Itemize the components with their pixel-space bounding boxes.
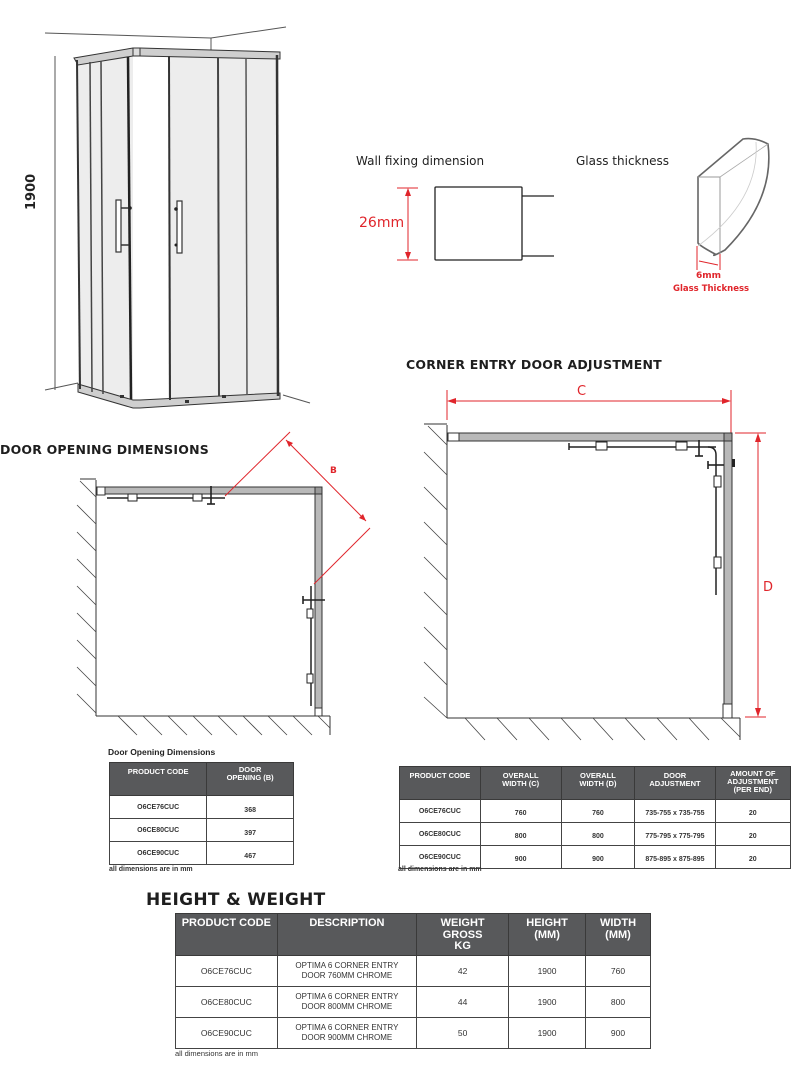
description-cell: OPTIMA 6 CORNER ENTRY DOOR 800MM CHROME xyxy=(276,986,418,1018)
height-dimension-label: 1900 xyxy=(24,173,39,210)
product-code-cell: O6CE90CUC xyxy=(108,841,208,865)
height-weight-table-note: all dimensions are in mm xyxy=(175,1049,258,1058)
corner-entry-plan-drawing xyxy=(423,390,766,741)
column-header: WIDTH (MM) xyxy=(585,913,651,956)
table-row: O6CE90CUC 467 xyxy=(108,841,294,865)
shower-3d-drawing xyxy=(44,26,311,409)
corner-entry-diagram-title: CORNER ENTRY DOOR ADJUSTMENT xyxy=(406,357,662,372)
column-header: OVERALL WIDTH (C) xyxy=(479,766,562,800)
door-opening-table-note: all dimensions are in mm xyxy=(109,866,193,873)
width-cell: 800 xyxy=(585,986,651,1018)
height-weight-title: HEIGHT & WEIGHT xyxy=(146,890,326,910)
product-code-cell: O6CE80CUC xyxy=(399,822,481,846)
table-row: O6CE90CUC OPTIMA 6 CORNER ENTRY DOOR 900… xyxy=(175,1017,651,1049)
wall-fixing-dimension: 26mm xyxy=(359,215,405,231)
door-adjustment-cell: 875-895 x 875-895 xyxy=(634,845,716,869)
width-cell: 760 xyxy=(585,955,651,987)
table-row: O6CE76CUC 760 760 735-755 x 735-755 20 xyxy=(399,799,792,823)
table-row: O6CE90CUC 900 900 875-895 x 875-895 20 xyxy=(399,845,792,869)
column-header: DOOR ADJUSTMENT xyxy=(634,766,716,800)
door-opening-table: PRODUCT CODE DOOR OPENING (B) O6CE76CUC … xyxy=(108,762,294,865)
glass-block-drawing xyxy=(696,137,770,270)
column-header: PRODUCT CODE xyxy=(175,913,278,956)
column-header: PRODUCT CODE xyxy=(108,762,208,796)
door-opening-plan-drawing xyxy=(76,431,371,736)
dimension-b-label: B xyxy=(330,466,337,476)
width-c-cell: 900 xyxy=(479,845,562,869)
wall-fixing-drawing xyxy=(397,186,554,261)
door-opening-cell: 397 xyxy=(206,818,294,842)
shower-enclosure-illustration: 1900 xyxy=(0,0,320,420)
glass-thickness-section: Glass thickness 6mm Glass Thickness xyxy=(570,137,799,300)
amount-adjustment-cell: 20 xyxy=(714,799,792,823)
weight-cell: 50 xyxy=(416,1017,510,1049)
description-cell: OPTIMA 6 CORNER ENTRY DOOR 760MM CHROME xyxy=(276,955,418,987)
adjustment-table: PRODUCT CODE OVERALL WIDTH (C) OVERALL W… xyxy=(399,766,792,869)
product-code-cell: O6CE90CUC xyxy=(175,1017,278,1049)
column-header: WEIGHT GROSS KG xyxy=(416,913,510,956)
column-header: AMOUNT OF ADJUSTMENT (PER END) xyxy=(714,766,792,800)
glass-thickness-dimension: 6mm xyxy=(696,271,722,281)
column-header: OVERALL WIDTH (D) xyxy=(560,766,636,800)
height-cell: 1900 xyxy=(508,955,587,987)
amount-adjustment-cell: 20 xyxy=(714,845,792,869)
product-code-cell: O6CE76CUC xyxy=(399,799,481,823)
weight-cell: 44 xyxy=(416,986,510,1018)
product-code-cell: O6CE76CUC xyxy=(108,795,208,819)
amount-adjustment-cell: 20 xyxy=(714,822,792,846)
width-d-cell: 800 xyxy=(560,822,636,846)
wall-fixing-title: Wall fixing dimension xyxy=(356,154,485,168)
width-c-cell: 800 xyxy=(479,822,562,846)
door-adjustment-cell: 735-755 x 735-755 xyxy=(634,799,716,823)
width-d-cell: 900 xyxy=(560,845,636,869)
table-row: O6CE76CUC 368 xyxy=(108,795,294,819)
width-c-cell: 760 xyxy=(479,799,562,823)
width-cell: 900 xyxy=(585,1017,651,1049)
description-cell: OPTIMA 6 CORNER ENTRY DOOR 900MM CHROME xyxy=(276,1017,418,1049)
table-row: O6CE80CUC 397 xyxy=(108,818,294,842)
adjustment-table-note: all dimensions are in mm xyxy=(398,866,482,873)
width-d-cell: 760 xyxy=(560,799,636,823)
weight-cell: 42 xyxy=(416,955,510,987)
height-cell: 1900 xyxy=(508,1017,587,1049)
table-row: O6CE76CUC OPTIMA 6 CORNER ENTRY DOOR 760… xyxy=(175,955,651,987)
door-adjustment-cell: 775-795 x 775-795 xyxy=(634,822,716,846)
dimension-c-label: C xyxy=(577,384,587,399)
column-header: PRODUCT CODE xyxy=(399,766,481,800)
height-weight-table: PRODUCT CODE DESCRIPTION WEIGHT GROSS KG… xyxy=(175,913,651,1049)
door-opening-table-title: Door Opening Dimensions xyxy=(108,747,216,757)
product-code-cell: O6CE80CUC xyxy=(108,818,208,842)
product-code-cell: O6CE76CUC xyxy=(175,955,278,987)
dimension-d-label: D xyxy=(763,580,774,595)
glass-thickness-caption: Glass Thickness xyxy=(673,284,750,294)
product-code-cell: O6CE80CUC xyxy=(175,986,278,1018)
table-row: O6CE80CUC OPTIMA 6 CORNER ENTRY DOOR 800… xyxy=(175,986,651,1018)
product-code-cell: O6CE90CUC xyxy=(399,845,481,869)
column-header: DOOR OPENING (B) xyxy=(206,762,294,796)
height-cell: 1900 xyxy=(508,986,587,1018)
wall-fixing-section: Wall fixing dimension 26mm xyxy=(350,150,580,270)
glass-thickness-title: Glass thickness xyxy=(576,154,669,168)
door-opening-cell: 467 xyxy=(206,841,294,865)
column-header: DESCRIPTION xyxy=(276,913,418,956)
door-opening-cell: 368 xyxy=(206,795,294,819)
table-row: O6CE80CUC 800 800 775-795 x 775-795 20 xyxy=(399,822,792,846)
column-header: HEIGHT (MM) xyxy=(508,913,587,956)
door-opening-diagram-title: DOOR OPENING DIMENSIONS xyxy=(0,442,209,457)
